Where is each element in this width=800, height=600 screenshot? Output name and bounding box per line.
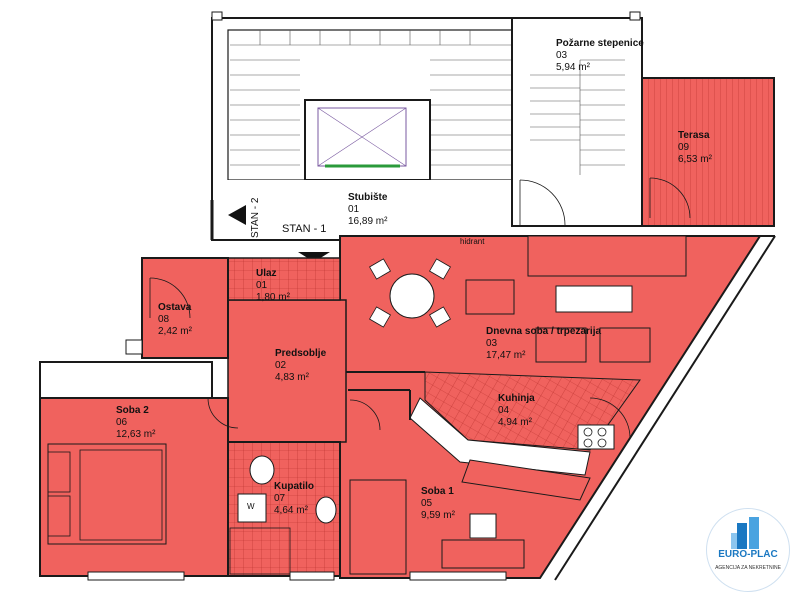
room-number: 06 bbox=[116, 417, 128, 428]
room-label-kuhinja: Kuhinja 04 4,94 m² bbox=[498, 393, 535, 429]
room-name: Ulaz bbox=[256, 268, 277, 279]
room-number: 07 bbox=[274, 493, 286, 504]
room-area: 12,63 m² bbox=[116, 429, 156, 440]
room-label-dnevna-soba: Dnevna soba / trpezarija 03 17,47 m² bbox=[486, 326, 601, 362]
room-label-soba-1: Soba 1 05 9,59 m² bbox=[421, 486, 455, 522]
room-area: 4,83 m² bbox=[275, 372, 309, 383]
room-area: 17,47 m² bbox=[486, 350, 526, 361]
room-area: 5,94 m² bbox=[556, 62, 590, 73]
room-name: Soba 1 bbox=[421, 486, 454, 497]
logo-name: EURO-PLAC bbox=[718, 549, 778, 560]
room-number: 04 bbox=[498, 405, 510, 416]
logo-tagline: AGENCIJA ZA NEKRETNINE bbox=[715, 565, 781, 571]
room-label-ulaz: Ulaz 01 1,80 m² bbox=[256, 268, 290, 304]
room-name: Dnevna soba / trpezarija bbox=[486, 326, 602, 337]
room-number: 02 bbox=[275, 360, 287, 371]
room-label-predsoblje: Predsoblje 02 4,83 m² bbox=[275, 348, 326, 384]
stan-2-marker: STAN - 2 bbox=[250, 197, 261, 238]
room-name: Terasa bbox=[678, 130, 710, 141]
room-number: 01 bbox=[348, 204, 360, 215]
stan-1-marker: STAN - 1 bbox=[282, 223, 327, 235]
euro-plac-logo: EURO-PLAC AGENCIJA ZA NEKRETNINE bbox=[706, 508, 790, 592]
room-label-ostava: Ostava 08 2,42 m² bbox=[158, 302, 192, 338]
room-number: 03 bbox=[486, 338, 498, 349]
room-number: 01 bbox=[256, 280, 268, 291]
washer-icon: W bbox=[247, 502, 255, 511]
room-name: Stubište bbox=[348, 192, 388, 203]
room-area: 1,80 m² bbox=[256, 292, 290, 303]
hidrant-marker: hidrant bbox=[460, 237, 485, 246]
room-number: 09 bbox=[678, 142, 690, 153]
room-label-soba-2: Soba 2 06 12,63 m² bbox=[116, 405, 155, 441]
room-name: Soba 2 bbox=[116, 405, 149, 416]
room-label-pozarne-stepenice: Požarne stepenice 03 5,94 m² bbox=[556, 38, 644, 74]
room-name: Kupatilo bbox=[274, 481, 314, 492]
room-area: 16,89 m² bbox=[348, 216, 388, 227]
room-name: Kuhinja bbox=[498, 393, 535, 404]
room-number: 03 bbox=[556, 50, 568, 61]
room-name: Ostava bbox=[158, 302, 192, 313]
room-area: 6,53 m² bbox=[678, 154, 712, 165]
room-label-terasa: Terasa 09 6,53 m² bbox=[678, 130, 712, 166]
room-area: 4,94 m² bbox=[498, 417, 532, 428]
room-label-kupatilo: Kupatilo 07 4,64 m² bbox=[274, 481, 314, 517]
room-name: Predsoblje bbox=[275, 348, 327, 359]
room-number: 05 bbox=[421, 498, 433, 509]
room-number: 08 bbox=[158, 314, 170, 325]
room-area: 4,64 m² bbox=[274, 505, 308, 516]
building-icon bbox=[731, 517, 759, 549]
room-label-stubiste: Stubište 01 16,89 m² bbox=[348, 192, 387, 228]
room-area: 9,59 m² bbox=[421, 510, 455, 521]
room-name: Požarne stepenice bbox=[556, 38, 644, 49]
room-area: 2,42 m² bbox=[158, 326, 192, 337]
